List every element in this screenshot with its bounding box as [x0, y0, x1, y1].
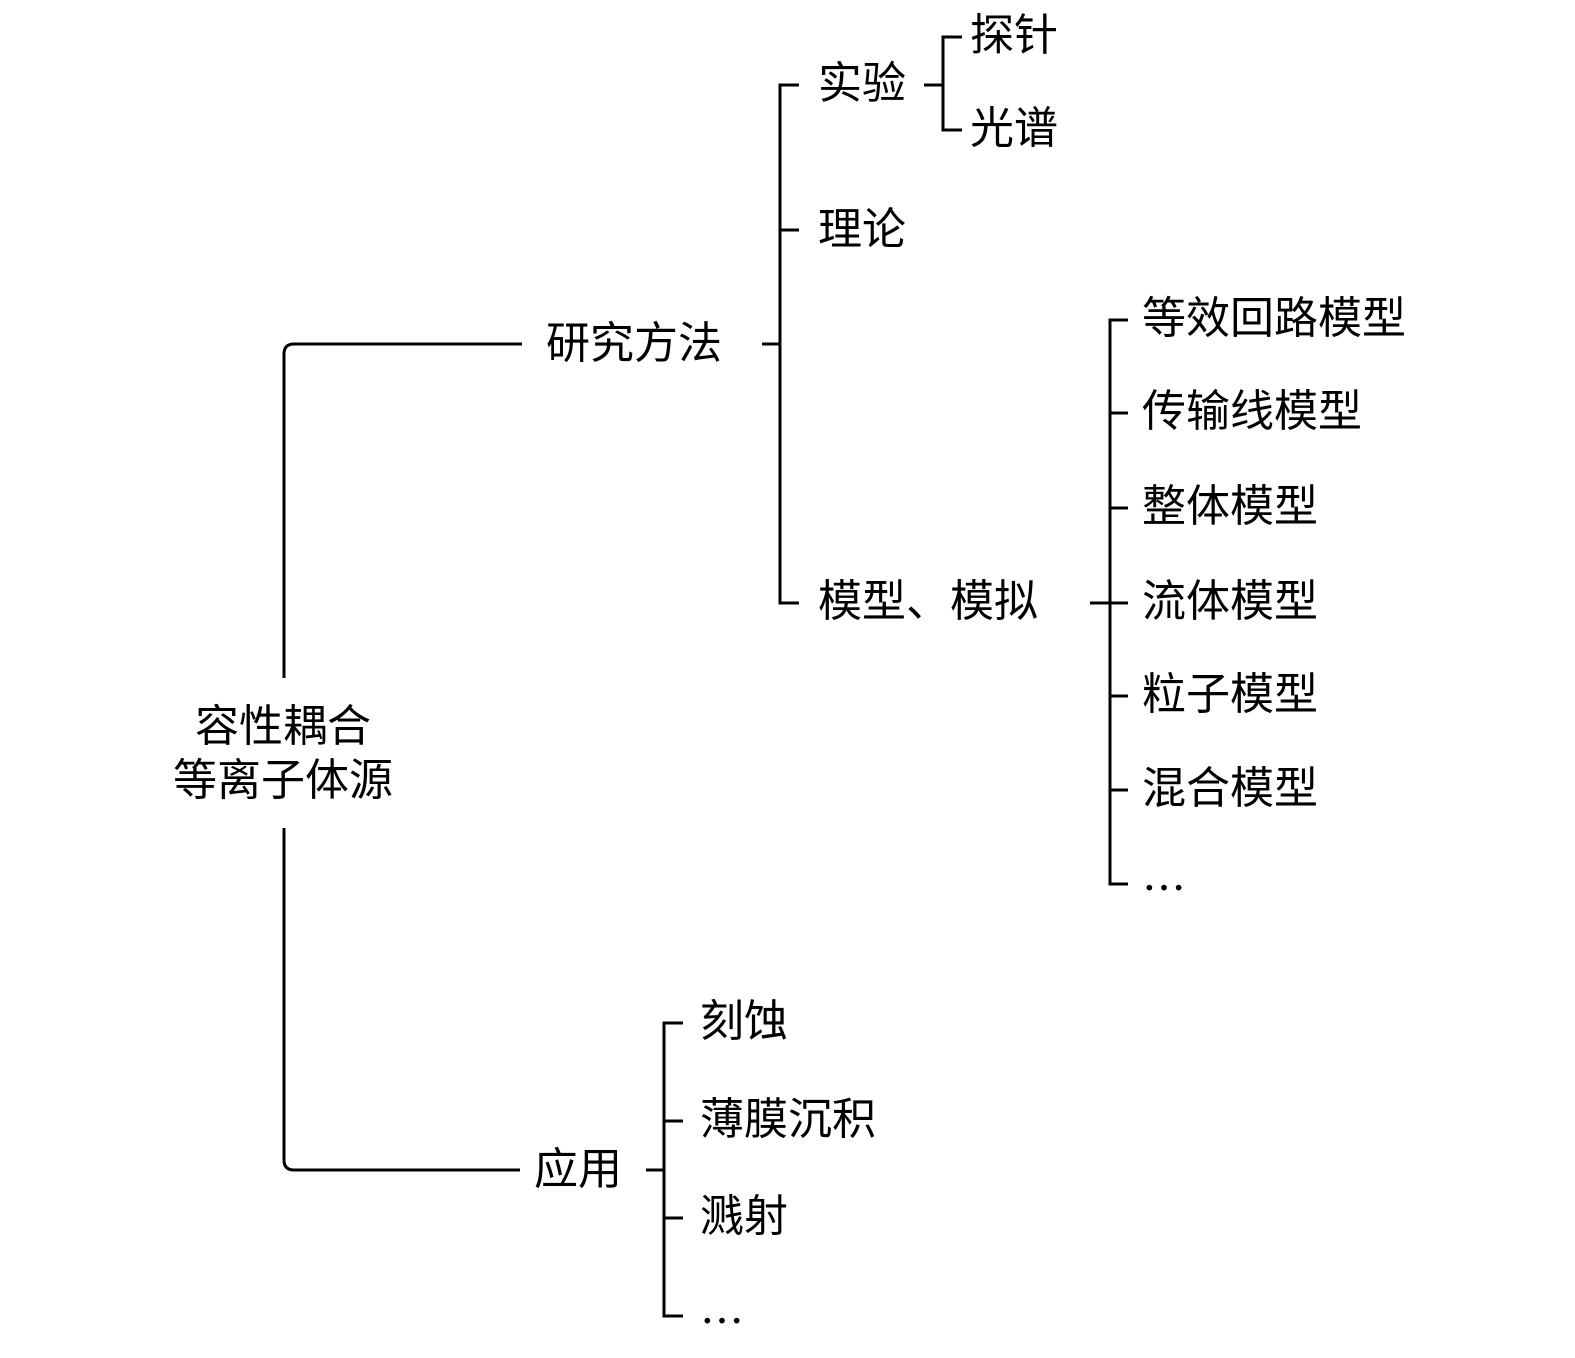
node-theory: 理论	[818, 204, 906, 255]
node-thin-film-deposition: 薄膜沉积	[700, 1094, 876, 1145]
node-experiment: 实验	[818, 58, 906, 109]
node-spectroscopy: 光谱	[970, 103, 1058, 154]
node-transmission-line-model: 传输线模型	[1142, 386, 1362, 437]
node-equivalent-circuit-model: 等效回路模型	[1142, 293, 1406, 344]
connector-root-applications	[282, 828, 520, 1172]
connector-methods-bracket	[778, 83, 799, 605]
node-modeling: 模型、模拟	[818, 576, 1038, 627]
node-fluid-model: 流体模型	[1142, 576, 1318, 627]
node-hybrid-model: 混合模型	[1142, 763, 1318, 814]
node-applications-ellipsis: …	[700, 1283, 744, 1334]
node-sputtering: 溅射	[700, 1191, 788, 1242]
connector-root-methods	[282, 342, 522, 678]
root-label-line2: 等离子体源	[173, 755, 393, 806]
connector-applications-bracket	[662, 1021, 683, 1318]
node-etching: 刻蚀	[700, 996, 788, 1047]
node-global-model: 整体模型	[1142, 481, 1318, 532]
root-node: 容性耦合 等离子体源	[156, 700, 410, 808]
node-modeling-ellipsis: …	[1142, 850, 1186, 901]
node-particle-model: 粒子模型	[1142, 669, 1318, 720]
node-probe: 探针	[970, 10, 1058, 61]
node-methods: 研究方法	[546, 318, 722, 369]
root-label-line1: 容性耦合	[195, 701, 371, 752]
node-applications: 应用	[534, 1144, 622, 1195]
connector-experiment-bracket	[941, 35, 962, 132]
